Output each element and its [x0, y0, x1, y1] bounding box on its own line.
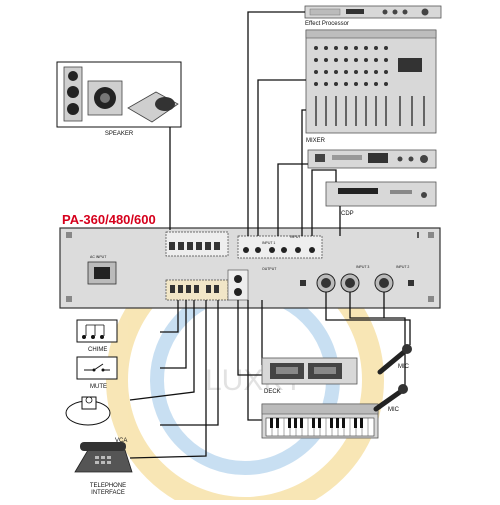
mic-xlr-inputs: INPUT 3 INPUT 2: [300, 265, 414, 293]
vca-knob: VCA: [65, 396, 127, 444]
cd-player-device: CDP: [325, 181, 437, 217]
speaker-group: SPEAKER: [56, 61, 182, 137]
mixer-device: MIXER: [305, 29, 437, 144]
ac-input-label: AC INPUT: [90, 255, 107, 259]
tuner-device: [307, 149, 437, 169]
mute-switch: MUTE: [76, 356, 118, 390]
amplifier-model-title: PA-360/480/600: [62, 212, 156, 227]
aux-input-rca-block: [237, 235, 323, 259]
input-header-label: INPUT: [290, 235, 301, 239]
chime-label: CHIME: [88, 347, 107, 353]
microphone-2: MIC: [373, 384, 408, 413]
amplifier-rear-panel: AC INPUT INPUT INPUT 1 I: [59, 227, 441, 309]
telephone-interface-device: TELEPHONE INTERFACE: [74, 442, 133, 496]
telephone-label-line1: TELEPHONE: [90, 483, 126, 489]
deck-label: DECK: [264, 389, 281, 395]
speaker-label: SPEAKER: [105, 131, 134, 137]
input-3-label: INPUT 3: [356, 265, 369, 269]
mic-1-label: MIC: [398, 364, 410, 370]
chime-device: CHIME: [76, 319, 118, 353]
mic-2-label: MIC: [388, 407, 400, 413]
mixer-label: MIXER: [306, 138, 326, 144]
keyboard-device: [261, 403, 379, 439]
cdp-label: CDP: [341, 211, 354, 217]
mute-label: MUTE: [90, 384, 107, 390]
telephone-label-line2: INTERFACE: [91, 490, 125, 496]
effect-processor-label: Effect Processor: [305, 21, 349, 27]
effect-processor-device: Effect Processor: [304, 5, 442, 27]
cassette-deck-device: DECK: [261, 357, 358, 395]
output-label: OUTPUT: [262, 267, 277, 271]
vca-label: VCA: [115, 438, 127, 444]
input-1-label: INPUT 1: [262, 241, 275, 245]
microphone-1: MIC: [377, 344, 412, 375]
input-2-label: INPUT 2: [396, 265, 409, 269]
connection-wires: [129, 11, 419, 459]
